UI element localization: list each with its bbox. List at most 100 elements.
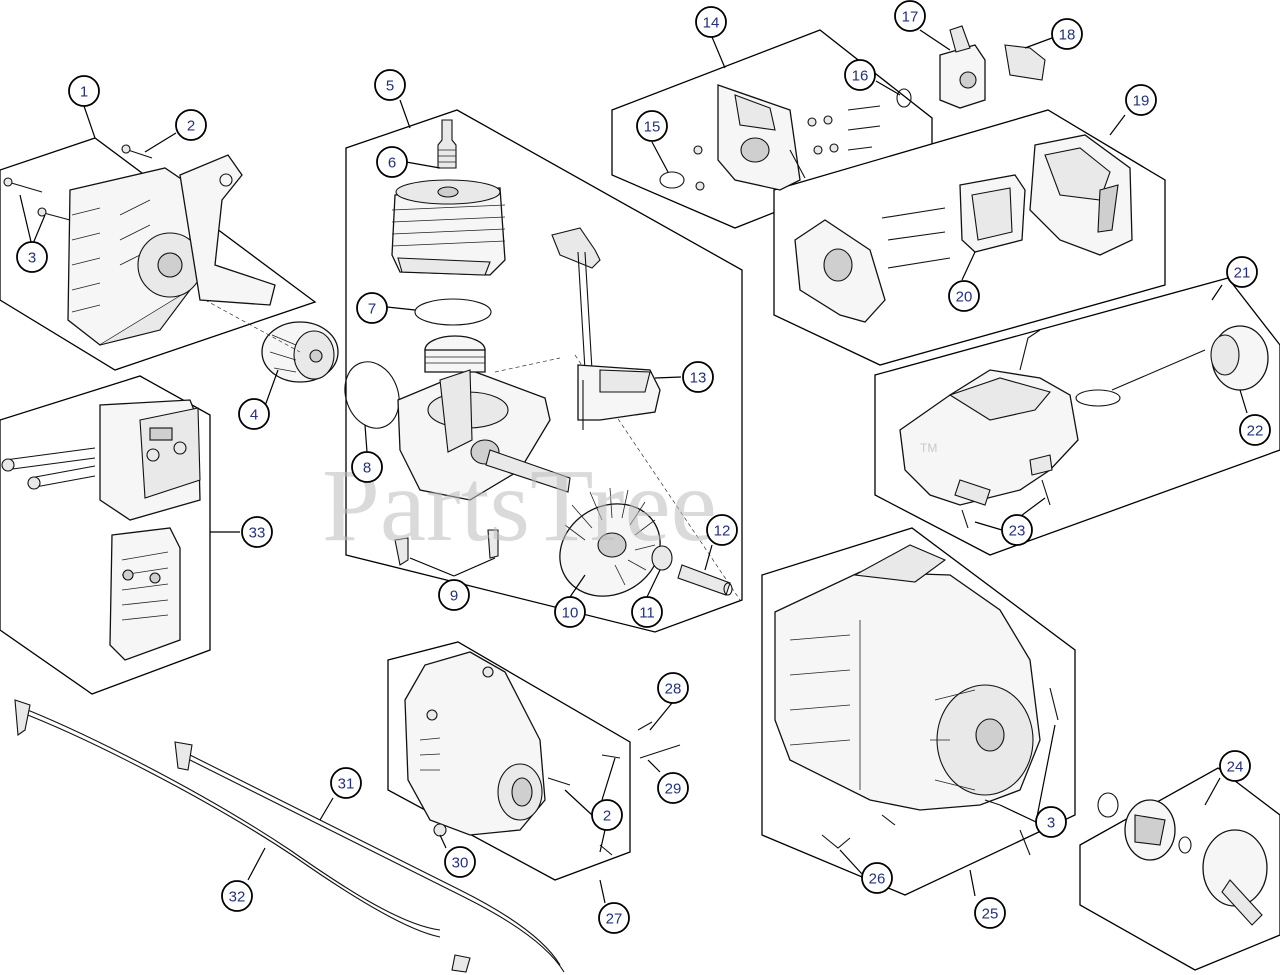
callout-circle [438, 579, 470, 611]
leader-lines [19, 29, 1248, 904]
callout-c14[interactable]: 14 [695, 6, 727, 38]
callout-circle [1219, 750, 1251, 782]
callout-c29[interactable]: 29 [657, 772, 689, 804]
callout-c8[interactable]: 8 [351, 451, 383, 483]
callout-c15[interactable]: 15 [636, 110, 668, 142]
callout-c10[interactable]: 10 [554, 596, 586, 628]
callout-circle [1035, 806, 1067, 838]
callout-circle [631, 596, 663, 628]
callout-circle [238, 398, 270, 430]
callout-c33[interactable]: 33 [241, 516, 273, 548]
callout-c1[interactable]: 1 [68, 75, 100, 107]
callout-circle [351, 451, 383, 483]
callout-c19[interactable]: 19 [1125, 84, 1157, 116]
callout-circle [844, 59, 876, 91]
part-air-filter-element [959, 174, 1026, 253]
callout-circle [695, 6, 727, 38]
callout-label: 2 [603, 808, 611, 825]
callout-c22[interactable]: 22 [1239, 414, 1271, 446]
callout-label: 4 [250, 407, 258, 424]
callout-label: 28 [665, 681, 682, 698]
callout-label: 7 [368, 301, 376, 318]
callout-circle [948, 280, 980, 312]
callout-c25[interactable]: 25 [974, 897, 1006, 929]
watermark-text: PartsTree [322, 448, 717, 563]
callout-c6[interactable]: 6 [376, 146, 408, 178]
callout-label: 29 [665, 781, 682, 798]
watermark: PartsTree TM [322, 441, 937, 563]
callout-circle [591, 799, 623, 831]
part-screws-cover [3, 144, 153, 221]
callout-label: 27 [606, 911, 623, 928]
callout-circle [974, 897, 1006, 929]
part-spark-plug [437, 119, 457, 169]
callout-label: 25 [982, 906, 999, 923]
callout-label: 12 [714, 523, 731, 540]
callout-c2a[interactable]: 2 [175, 109, 207, 141]
callout-c4[interactable]: 4 [238, 398, 270, 430]
callout-label: 3 [28, 250, 36, 267]
callout-circle [1226, 256, 1258, 288]
part-fuel-tank [899, 325, 1269, 529]
callout-circle [598, 902, 630, 934]
callout-circle [16, 241, 48, 273]
callout-label: 9 [450, 588, 458, 605]
part-starter-housing [774, 544, 1059, 856]
callout-c26[interactable]: 26 [861, 862, 893, 894]
part-clutch [1097, 792, 1268, 926]
part-air-filter-base [794, 207, 951, 323]
callout-label: 33 [249, 525, 266, 542]
part-ignition-coil [551, 227, 661, 430]
callout-c3b[interactable]: 3 [1035, 806, 1067, 838]
callout-label: 2 [187, 118, 195, 135]
callout-label: 15 [644, 119, 661, 136]
callout-c2b[interactable]: 2 [591, 799, 623, 831]
callout-label: 10 [562, 605, 579, 622]
callout-c17[interactable]: 17 [894, 0, 926, 32]
callout-circle [1239, 414, 1271, 446]
callout-label: 18 [1059, 27, 1076, 44]
callout-c7[interactable]: 7 [356, 292, 388, 324]
callout-c31[interactable]: 31 [330, 767, 362, 799]
callout-c18[interactable]: 18 [1051, 18, 1083, 50]
callout-c13[interactable]: 13 [682, 361, 714, 393]
callout-circle [682, 361, 714, 393]
callout-c21[interactable]: 21 [1226, 256, 1258, 288]
callout-c5[interactable]: 5 [374, 69, 406, 101]
callout-c11[interactable]: 11 [631, 596, 663, 628]
callout-c24[interactable]: 24 [1219, 750, 1251, 782]
callout-c27[interactable]: 27 [598, 902, 630, 934]
callout-label: 1 [80, 84, 88, 101]
callout-circle [374, 69, 406, 101]
callout-c9[interactable]: 9 [438, 579, 470, 611]
callout-c23[interactable]: 23 [1001, 514, 1033, 546]
part-crankcase-cover [67, 154, 276, 346]
callout-circle [657, 672, 689, 704]
callout-circle [68, 75, 100, 107]
callout-label: 13 [690, 370, 707, 387]
callout-circle [221, 880, 253, 912]
callout-label: 24 [1227, 759, 1244, 776]
callout-c20[interactable]: 20 [948, 280, 980, 312]
callout-label: 8 [363, 460, 371, 477]
part-shaft [677, 564, 733, 596]
callout-label: 23 [1009, 523, 1026, 540]
callout-c16[interactable]: 16 [844, 59, 876, 91]
part-washer [651, 545, 673, 571]
callout-circle [376, 146, 408, 178]
callout-c32[interactable]: 32 [221, 880, 253, 912]
callout-c12[interactable]: 12 [706, 514, 738, 546]
callout-label: 11 [639, 605, 655, 622]
part-oring [344, 361, 400, 429]
part-throttle-cables [14, 699, 565, 973]
callout-c3a[interactable]: 3 [16, 241, 48, 273]
callout-circle [861, 862, 893, 894]
part-crankcase [397, 335, 741, 601]
callout-label: 32 [229, 889, 246, 906]
callout-label: 21 [1234, 265, 1251, 282]
callout-circle [1001, 514, 1033, 546]
callout-circle [636, 110, 668, 142]
callout-c28[interactable]: 28 [657, 672, 689, 704]
callout-c30[interactable]: 30 [444, 846, 476, 878]
